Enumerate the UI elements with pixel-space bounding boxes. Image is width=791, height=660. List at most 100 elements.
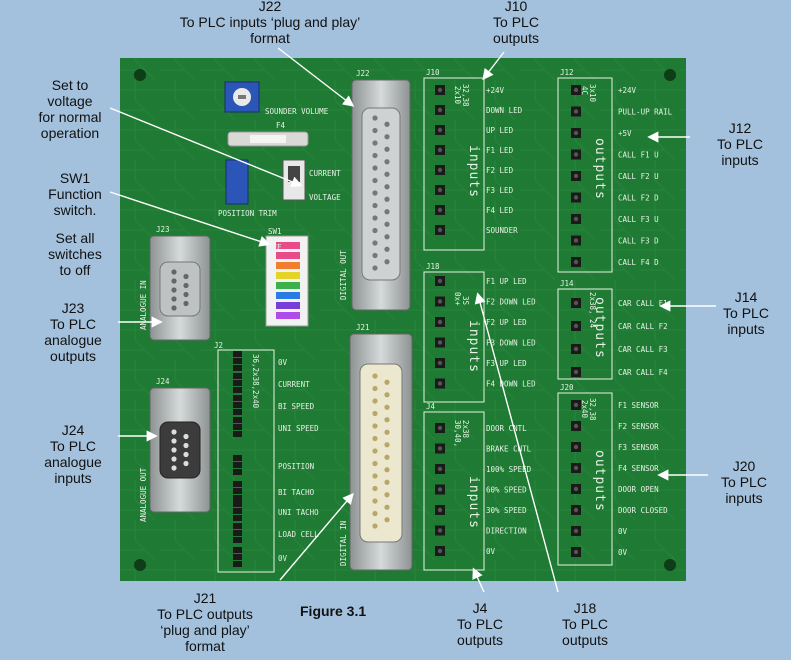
header-pin[interactable] [233, 462, 242, 468]
j12-id: J12 [560, 68, 574, 77]
callout-line: To PLC inputs ‘plug and play’ [179, 14, 361, 30]
callout-line: SW1 [59, 170, 91, 186]
header-pin[interactable] [233, 488, 242, 494]
header-outline [557, 392, 613, 566]
dip-toggle[interactable] [276, 242, 300, 249]
header-outline [557, 77, 613, 273]
header-pin[interactable] [233, 508, 242, 514]
pin-label: CALL F3 U [618, 215, 659, 224]
callout-line: ‘plug and play’ [160, 622, 250, 638]
header-pin[interactable] [233, 395, 242, 401]
pin-label: PULL-UP RAIL [618, 108, 673, 117]
header-pin[interactable] [233, 481, 242, 487]
header-format-label: 32,38 [588, 398, 597, 421]
dsub-pin [372, 177, 378, 184]
dsub-pin [183, 460, 189, 467]
header-pin[interactable] [233, 387, 242, 393]
j4-id: J4 [426, 402, 436, 411]
header-pin[interactable] [233, 554, 242, 560]
dip-toggle[interactable] [276, 302, 300, 309]
pin-label: F3 SENSOR [618, 443, 659, 452]
header-pin[interactable] [233, 561, 242, 567]
header-pin[interactable] [233, 537, 242, 543]
j10-pointer [482, 51, 505, 81]
dip-toggle[interactable] [276, 252, 300, 259]
header-pin[interactable] [233, 373, 242, 379]
header-pin[interactable] [233, 351, 242, 357]
j23-id: J23 [156, 225, 170, 234]
dip-toggle[interactable] [276, 312, 300, 319]
pin-label: DOOR CLOSED [618, 506, 668, 515]
j22-id: J22 [356, 69, 370, 78]
header-outline [423, 271, 485, 403]
voltage-label: VOLTAGE [309, 193, 341, 202]
dsub-pin [372, 523, 378, 529]
callout-line: outputs [493, 30, 539, 46]
j4-pointer [472, 567, 485, 593]
header-format-label: 36,2x38,2x40 [251, 354, 260, 409]
callout-line: Set all [55, 230, 95, 246]
callout-line: inputs [721, 152, 759, 168]
pin-label: 60% SPEED [486, 486, 527, 495]
pin-label: F4 LED [486, 206, 514, 215]
pin-label: CAR CALL F1 [618, 299, 668, 308]
callout-line: To PLC [50, 316, 96, 332]
callout-line: To PLC [50, 438, 96, 454]
dsub-pin [372, 448, 378, 454]
fuse-label: F4 [276, 121, 286, 130]
j20-id: J20 [560, 383, 574, 392]
header-pin[interactable] [233, 380, 242, 386]
dsub-pin [372, 510, 378, 517]
header-format-label: 2x38, 24 [588, 292, 597, 329]
header-pin[interactable] [233, 530, 242, 536]
callout-line: for normal [38, 109, 102, 125]
header-pin[interactable] [233, 424, 242, 430]
header-pin[interactable] [233, 417, 242, 423]
dip-toggle[interactable] [276, 262, 300, 269]
dip-toggle[interactable] [276, 292, 300, 299]
header-pin[interactable] [233, 409, 242, 415]
header-outline [423, 77, 485, 251]
header-pin[interactable] [233, 358, 242, 364]
dsub-pin [372, 410, 378, 417]
header-pin[interactable] [233, 495, 242, 501]
pin-label: CAR CALL F3 [618, 345, 668, 354]
dsub-pin [171, 447, 177, 453]
pin-label: UNI TACHO [278, 508, 319, 517]
header-pin[interactable] [233, 523, 242, 529]
header-pin[interactable] [233, 402, 242, 408]
dsub-pin [372, 473, 378, 479]
header-format-label: 2x38 [461, 420, 470, 439]
header-outline [557, 288, 613, 380]
callout-line: analogue [44, 332, 102, 348]
header-type-label: inputs [466, 320, 481, 373]
j22-pointer [277, 47, 355, 107]
pin-label: CALL F3 D [618, 237, 659, 246]
header-pin[interactable] [233, 365, 242, 371]
sounder-volume-pot [224, 81, 260, 113]
pin-label: CURRENT [278, 380, 310, 389]
dsub-pin [384, 221, 390, 227]
callout-line: J24 [61, 422, 85, 438]
header-pin[interactable] [233, 431, 242, 437]
callout-line: J4 [472, 600, 488, 616]
header-pin[interactable] [233, 515, 242, 521]
header-pin[interactable] [233, 501, 242, 507]
dip-toggle[interactable] [276, 272, 300, 279]
header-pin[interactable] [233, 469, 242, 475]
dip-toggle[interactable] [276, 282, 300, 289]
header-pin[interactable] [233, 547, 242, 553]
pin-label: F1 SENSOR [618, 401, 659, 410]
callout-line: outputs [562, 632, 608, 648]
header-pin[interactable] [233, 455, 242, 461]
pin-label: F2 DOWN LED [486, 298, 536, 307]
dsub-pin [171, 456, 177, 462]
callout-line: Function [48, 186, 102, 202]
